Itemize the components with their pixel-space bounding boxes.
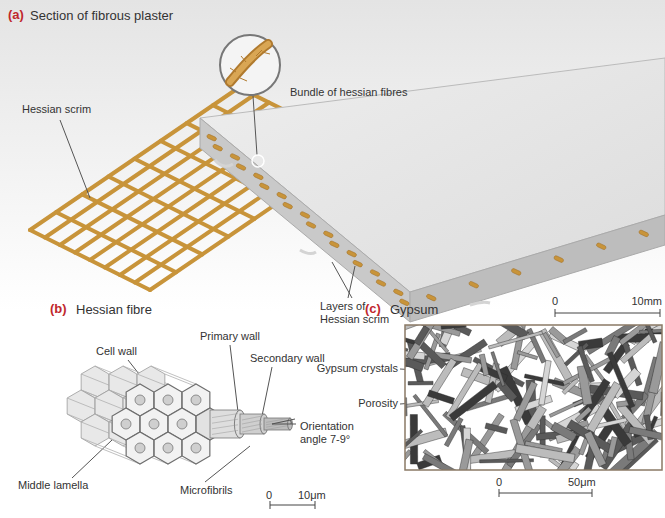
gypsum-crystal	[584, 431, 606, 467]
part-label: Gypsum crystals	[317, 362, 398, 375]
gypsum-crystal	[453, 439, 473, 470]
part-label: Hessian scrim	[22, 103, 91, 116]
fibre-stub	[300, 211, 311, 219]
gypsum-crystal	[539, 360, 552, 405]
fibre-stub	[230, 153, 241, 161]
gypsum-crystal	[491, 352, 505, 387]
gypsum-crystal	[642, 325, 657, 343]
part-label: Layers of Hessian scrim	[320, 300, 402, 326]
leader-lines	[60, 120, 448, 482]
fibre-stub	[393, 288, 404, 296]
gypsum-crystal	[485, 423, 508, 434]
gypsum-crystal	[581, 418, 627, 432]
gypsum-crystal	[479, 354, 489, 376]
gypsum-crystal	[575, 407, 592, 423]
fibre-stub	[376, 279, 387, 287]
fibre-stub	[352, 260, 363, 268]
gypsum-crystal	[629, 426, 662, 442]
gypsum-crystal	[617, 403, 655, 445]
scrim-layers	[206, 134, 649, 307]
part-label: Primary wall	[200, 330, 260, 343]
gypsum-crystal	[444, 417, 463, 446]
fibre-stub	[206, 134, 217, 142]
scale-label: 50μm	[568, 476, 596, 489]
fibre-stub	[346, 250, 357, 258]
gypsum-crystal	[405, 429, 423, 469]
gypsum-crystal	[587, 382, 622, 433]
scale-label: 0	[552, 295, 558, 308]
gypsum-crystal	[405, 325, 426, 339]
gypsum-crystal	[620, 333, 654, 363]
part-label: Orientation angle 7-9°	[300, 420, 370, 446]
fibre-cells	[112, 384, 210, 464]
part-label: Cell wall	[96, 345, 137, 358]
gypsum-crystal	[414, 326, 430, 346]
fibre-stub	[426, 294, 437, 302]
gypsum-crystal	[517, 351, 538, 360]
panel-title: Hessian fibre	[76, 303, 152, 316]
fibre-depth	[67, 366, 224, 464]
gypsum-crystal	[649, 342, 662, 394]
part-label: Secondary wall	[250, 352, 325, 365]
part-label: Middle lamella	[18, 479, 88, 492]
panel-letter: (a)	[8, 8, 24, 21]
scale-label: 10mm	[631, 295, 662, 308]
magnifier	[220, 35, 280, 167]
gypsum-crystal	[607, 352, 635, 408]
part-label: Microfibrils	[180, 484, 233, 497]
gypsum-crystal	[422, 454, 476, 470]
gypsum-crystal	[422, 358, 456, 407]
hessian-fibre	[67, 366, 292, 464]
fibre-stub	[253, 172, 264, 180]
panel-title: Gypsum	[390, 303, 438, 316]
gypsum-micrograph	[377, 302, 665, 500]
fibre-stub	[236, 163, 247, 171]
gypsum-crystal	[563, 328, 587, 344]
gypsum-crystal	[515, 444, 575, 463]
fibre-stub	[323, 230, 334, 238]
gypsum-crystal	[405, 400, 439, 412]
orientation-angle	[272, 419, 296, 424]
gypsum-crystal	[607, 437, 617, 458]
fibre-stub	[306, 221, 317, 229]
fibre-stub	[370, 269, 381, 277]
gypsum-crystal	[543, 332, 560, 358]
gypsum-crystal	[577, 345, 594, 382]
fibre-stub	[511, 268, 522, 276]
gypsum-crystal	[514, 381, 538, 421]
plaster-slab	[200, 58, 665, 322]
panel-title: Section of fibrous plaster	[30, 9, 173, 22]
panel-letter: (b)	[50, 302, 67, 315]
gypsum-crystal	[497, 380, 518, 402]
fibre-stub	[638, 229, 649, 237]
gypsum-crystal	[527, 405, 547, 430]
gypsum-crystal	[449, 381, 497, 421]
part-label: Bundle of hessian fibres	[290, 86, 407, 99]
gypsum-crystal	[428, 390, 455, 404]
fibre-stub	[468, 281, 479, 289]
fibre-stub	[553, 255, 564, 263]
panel-letter: (c)	[365, 302, 381, 315]
scale-label: 0	[266, 489, 272, 502]
gypsum-crystal	[408, 381, 433, 385]
scale-label: 0	[496, 476, 502, 489]
fibre-stub	[212, 144, 223, 152]
fibre-stub	[282, 202, 293, 210]
part-label: Porosity	[358, 397, 398, 410]
gypsum-crystal	[406, 325, 439, 360]
gypsum-crystal	[549, 399, 585, 418]
fibre-stub	[329, 240, 340, 248]
fibre-stub	[596, 242, 607, 250]
fibre-stub	[276, 192, 287, 200]
gypsum-crystal	[488, 331, 542, 349]
fibre-stub	[259, 182, 270, 190]
scale-label: 10μm	[298, 489, 326, 502]
